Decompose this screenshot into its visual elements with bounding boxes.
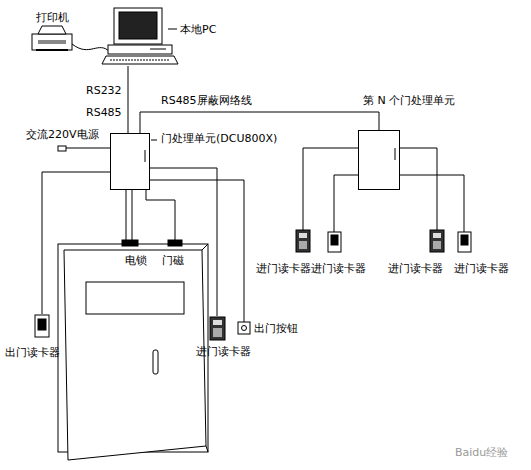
node-text: 门处理单元(DCU800X) (161, 132, 277, 145)
node-text: 第 N 个门处理单元 (363, 94, 455, 107)
lock-label: 电锁 (125, 254, 147, 267)
leader-line (168, 29, 177, 30)
card-reader (458, 232, 471, 252)
cabinet-handle (395, 148, 396, 160)
button-label: 出门按钮 (254, 322, 298, 335)
reader-label: 进门读卡器 (388, 262, 443, 275)
door-controller-box: 第 N 个门处理单元 (358, 130, 400, 190)
door-controller-box: 门处理单元(DCU800X) (110, 133, 150, 190)
card-reader (328, 232, 341, 252)
leader-line (151, 140, 157, 141)
reader-label: 出门读卡器 (5, 346, 60, 359)
sensor-label: 门磁 (162, 254, 184, 267)
card-reader (210, 317, 225, 340)
card-reader (35, 315, 49, 337)
cabinet-handle (145, 150, 146, 162)
power-plug (58, 146, 66, 151)
card-reader (296, 230, 310, 252)
computer-icon (102, 8, 178, 64)
watermark: Baidu经验 (455, 446, 508, 459)
computer-node: 本地PC (108, 8, 172, 66)
port-label: RS232 (86, 84, 122, 97)
exit-button (238, 322, 250, 334)
edge-label: RS485屏蔽网络线 (160, 94, 253, 107)
reader-label: 进门读卡器 (454, 262, 509, 275)
printer-label: 打印机 (36, 11, 69, 24)
power-label: 交流220V电源 (26, 128, 99, 141)
network-cable (140, 112, 379, 133)
reader-label: 进门读卡器 (311, 262, 366, 275)
node-text: 本地PC (180, 23, 216, 36)
card-reader (430, 230, 444, 252)
power-wire (66, 148, 110, 149)
printer-icon (32, 26, 72, 50)
reader-label: 进门读卡器 (196, 345, 251, 358)
printer-cable (72, 44, 110, 52)
port-label: RS485 (86, 106, 122, 119)
reader-label: 进门读卡器 (256, 262, 311, 275)
network-cable (128, 66, 129, 133)
door-illustration (58, 240, 208, 460)
